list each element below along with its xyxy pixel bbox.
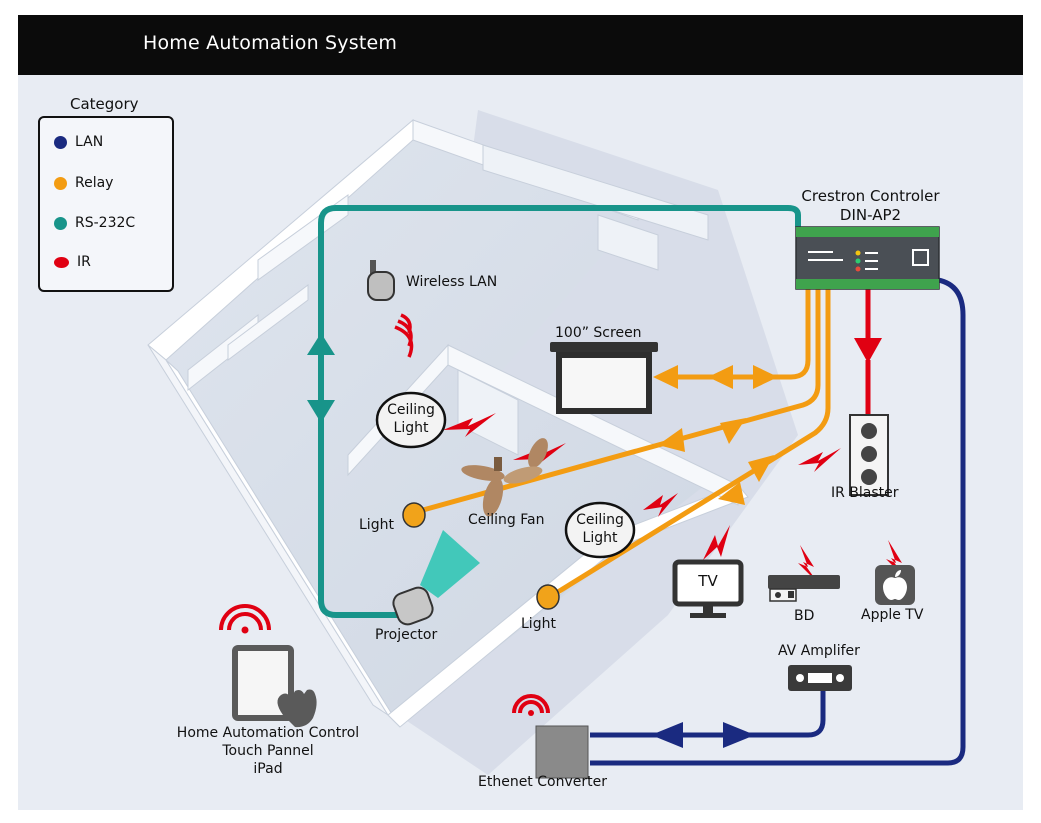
ipad-touch-panel[interactable] xyxy=(219,604,317,728)
apple-tv-device[interactable] xyxy=(875,565,915,605)
hand-icon xyxy=(277,689,317,728)
controller-name-label: Crestron Controler xyxy=(801,187,940,205)
projector-screen[interactable] xyxy=(550,342,658,414)
crestron-controller[interactable] xyxy=(795,226,940,290)
legend-label-rs232c: RS-232C xyxy=(75,215,136,231)
ceiling-fan-label: Ceiling Fan xyxy=(468,512,545,528)
apple-logo-icon xyxy=(883,577,907,600)
light-1-label: Light xyxy=(359,517,394,533)
av-amplifier-label: AV Amplifer xyxy=(778,643,860,659)
legend-item-lan: LAN xyxy=(54,132,103,152)
touch-panel-label-3: iPad xyxy=(253,761,283,777)
legend-dot-relay xyxy=(54,176,67,190)
ir-zigzag-apple-tv xyxy=(886,540,906,579)
wireless-lan-device[interactable] xyxy=(367,260,414,358)
av-amplifier-device[interactable] xyxy=(788,665,852,691)
lan-line xyxy=(590,277,966,766)
ir-blaster-label: IR Blaster xyxy=(831,485,899,501)
ceiling-light-2[interactable] xyxy=(564,501,636,559)
header-bar: Home Automation System xyxy=(18,15,1023,75)
page-title: Home Automation System xyxy=(143,32,398,54)
legend-label-lan: LAN xyxy=(75,134,104,150)
legend-item-ir: IR xyxy=(54,252,91,272)
ceiling-fan[interactable] xyxy=(460,435,552,519)
legend-dot-lan xyxy=(54,135,67,149)
wifi-icon-converter xyxy=(512,694,550,714)
legend-title: Category xyxy=(70,95,139,113)
ceiling-light-1[interactable] xyxy=(375,391,447,449)
wireless-lan-label: Wireless LAN xyxy=(406,274,498,290)
ir-blaster[interactable] xyxy=(849,414,889,496)
ir-zigzag-ceiling-light-2 xyxy=(643,493,678,517)
ceiling-light-1-label: Ceiling Light xyxy=(387,402,435,436)
ir-zigzag-tv xyxy=(703,525,730,560)
legend-item-relay: Relay xyxy=(54,173,113,193)
bd-label: BD xyxy=(794,608,815,624)
light-1[interactable] xyxy=(402,502,426,528)
page: Home Automation System Category LAN Rela… xyxy=(18,15,1023,810)
wifi-icon-ipad xyxy=(219,604,271,631)
light-2[interactable] xyxy=(536,584,560,610)
legend-box: LAN Relay RS-232C IR xyxy=(38,116,174,292)
projector-device[interactable] xyxy=(391,530,480,627)
tv-device[interactable] xyxy=(672,559,744,618)
ethernet-converter-label: Ethenet Converter xyxy=(478,774,607,790)
ir-line xyxy=(854,287,882,415)
ir-zigzag-blaster xyxy=(798,448,841,472)
rs232c-arrow-up xyxy=(307,333,335,355)
apple-tv-label: Apple TV xyxy=(861,607,924,623)
ir-zigzag-bd xyxy=(798,545,818,583)
tv-screen-label: TV xyxy=(698,572,718,590)
touch-panel-label-2: Touch Pannel xyxy=(222,743,314,759)
ceiling-light-2-label: Ceiling Light xyxy=(576,512,624,546)
legend-label-relay: Relay xyxy=(75,175,114,191)
light-2-label: Light xyxy=(521,616,556,632)
projector-label: Projector xyxy=(375,627,438,643)
legend-item-rs232c: RS-232C xyxy=(54,213,135,233)
bd-device[interactable] xyxy=(768,575,840,602)
ir-zigzag-ceiling-light-1 xyxy=(443,413,496,437)
legend-dot-ir xyxy=(54,256,69,268)
rs232c-line xyxy=(307,205,801,618)
legend-label-ir: IR xyxy=(77,254,91,270)
floor-plan xyxy=(147,110,798,775)
relay-lines xyxy=(422,287,831,598)
lan-arrow-left xyxy=(651,722,683,748)
lan-arrow-right xyxy=(723,722,755,748)
legend-dot-rs232c xyxy=(54,216,67,230)
ethernet-converter-device[interactable] xyxy=(512,694,589,779)
diagram-canvas xyxy=(147,110,966,779)
controller-model-label: DIN-AP2 xyxy=(839,206,902,224)
rs232c-arrow-down xyxy=(307,400,335,423)
screen-label: 100” Screen xyxy=(555,325,642,341)
touch-panel-label-1: Home Automation Control xyxy=(176,725,360,741)
